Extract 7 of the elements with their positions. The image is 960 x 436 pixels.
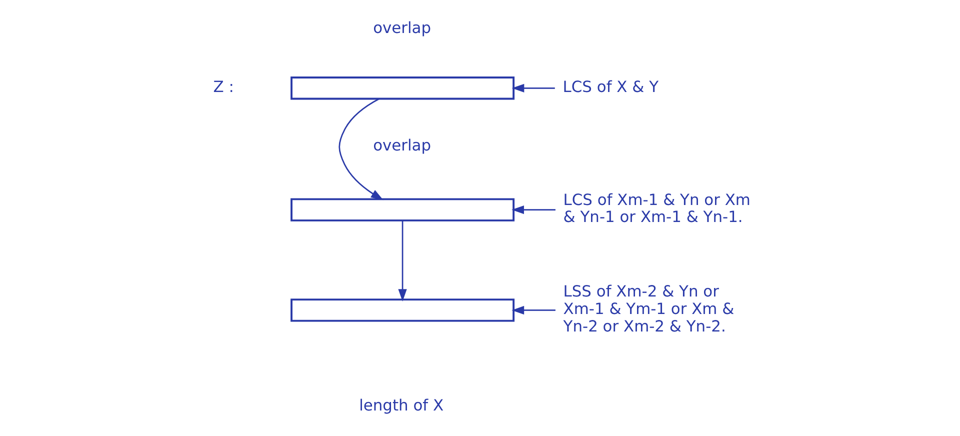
label: overlap — [372, 18, 431, 37]
node-text: LCS of Xm-1 & Yn or Xm & Yn-1 or Xm-1 & Yn-1. — [562, 190, 750, 226]
label: overlap — [372, 136, 431, 155]
node-text: LCS of X & Y — [562, 78, 658, 96]
label: Z : — [212, 78, 234, 96]
label: length of X — [358, 396, 444, 414]
node-text: LSS of Xm-2 & Yn or Xm-1 & Ym-1 or Xm & Yn-2 or Xm-2 & Yn-2. — [562, 282, 734, 336]
